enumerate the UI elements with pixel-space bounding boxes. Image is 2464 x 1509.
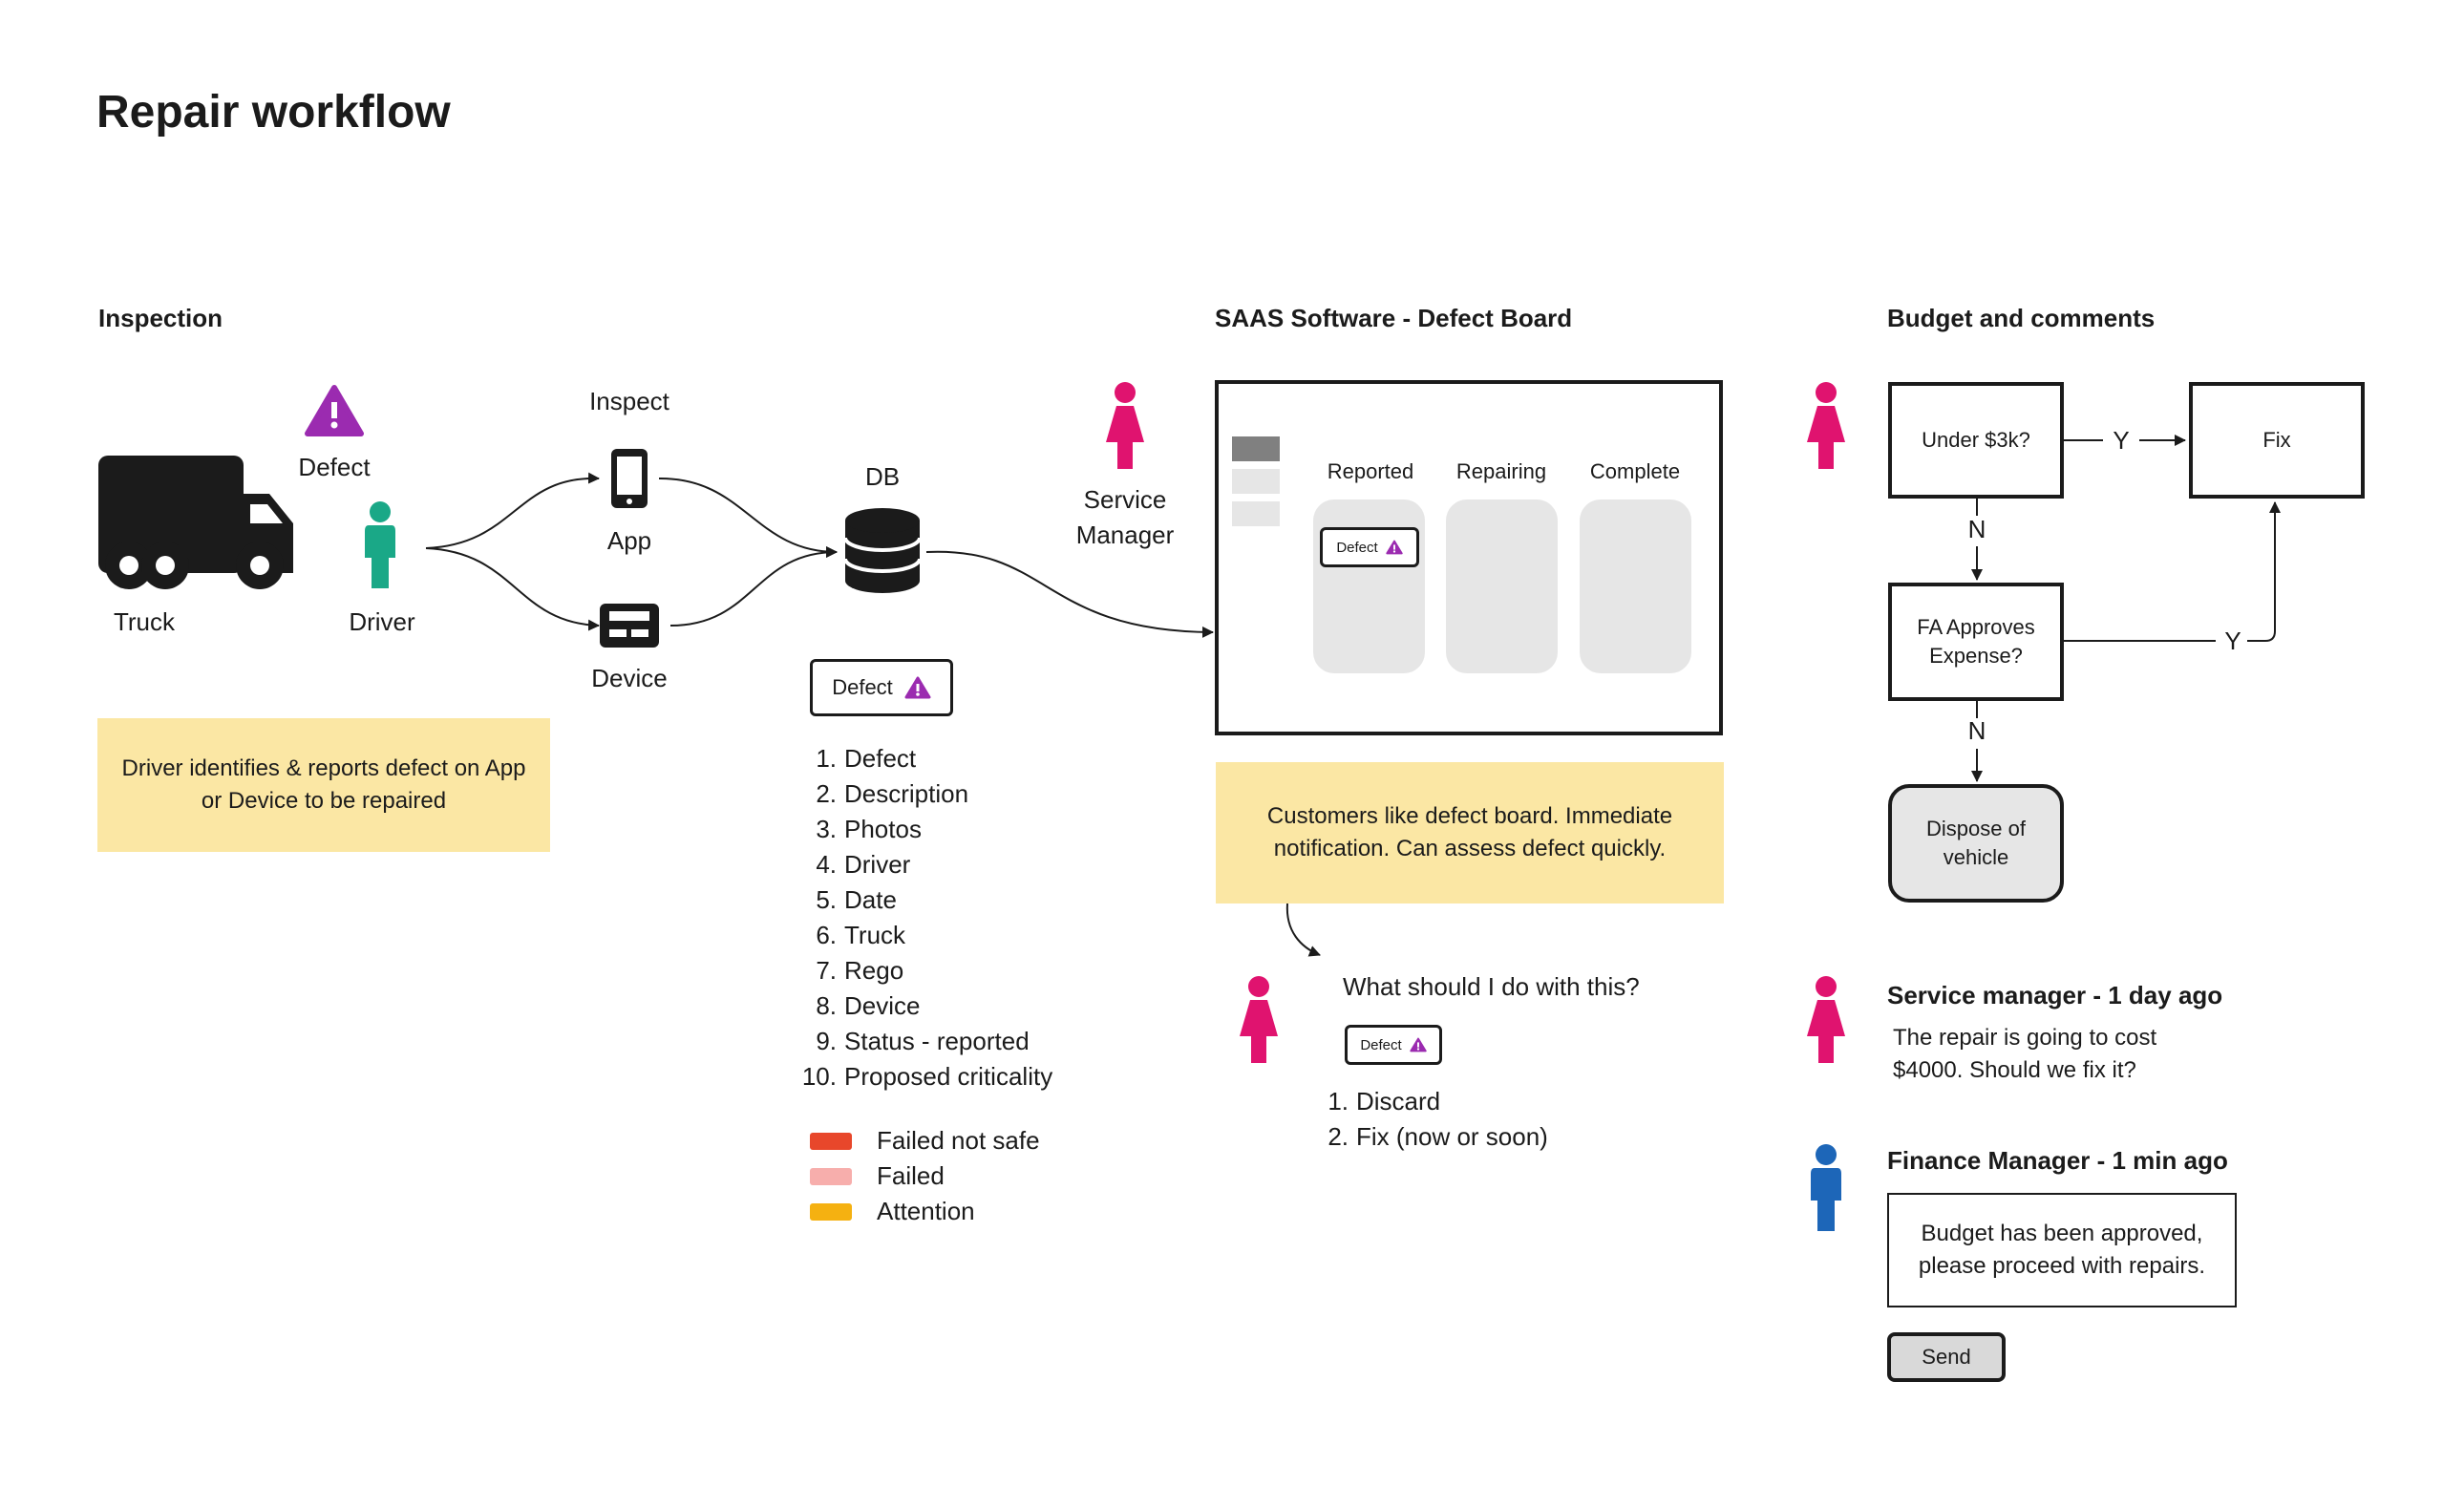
reply-text: Budget has been approved, please proceed… (1918, 1221, 2206, 1279)
board-column-repairing[interactable] (1446, 499, 1558, 673)
device-label: Device (591, 664, 668, 692)
connector-sticky-question (1285, 903, 1321, 957)
defect-fields-list: 1.Defect 2.Description 3.Photos 4.Driver… (793, 741, 1052, 1095)
service-manager-person-icon (1807, 382, 1845, 469)
board-sidebar-item-active[interactable] (1232, 436, 1280, 461)
legend-item: Attention (810, 1194, 1040, 1229)
connector-app-db (658, 477, 838, 558)
send-button-label: Send (1922, 1345, 1971, 1369)
truck-label: Truck (113, 607, 176, 636)
legend-item: Failed not safe (810, 1123, 1040, 1158)
flow-dispose-box: Dispose of vehicle (1888, 784, 2064, 903)
board-sticky-note: Customers like defect board. Immediate n… (1216, 762, 1724, 903)
flow-label-no: N (1967, 716, 1986, 745)
section-title-budget: Budget and comments (1887, 304, 2156, 332)
list-item: 1.Defect (816, 744, 917, 773)
question-defect-card[interactable]: Defect (1345, 1025, 1442, 1065)
flow-label-yes: Y (2113, 426, 2130, 455)
criticality-legend: Failed not safe Failed Attention (810, 1123, 1040, 1229)
list-item[interactable]: 1.Discard (1328, 1087, 1441, 1116)
board-sidebar-item[interactable] (1232, 469, 1280, 494)
defect-label: Defect (298, 453, 371, 481)
board-column-header-reported: Reported (1327, 459, 1414, 483)
warning-icon (1409, 1037, 1427, 1052)
flow-label-no: N (1967, 515, 1986, 543)
legend-swatch-attention (810, 1202, 852, 1221)
flow-fa-approves-box: FA Approves Expense? (1888, 583, 2064, 701)
comment-header: Finance Manager - 1 min ago (1887, 1146, 2228, 1175)
inspection-sticky-text: Driver identifies & reports defect on Ap… (121, 755, 526, 814)
board-column-header-complete: Complete (1589, 459, 1681, 483)
flow-fix-box: Fix (2189, 382, 2365, 499)
board-card-label: Defect (1336, 539, 1378, 556)
legend-item: Failed (810, 1158, 1040, 1194)
legend-swatch-failed (810, 1167, 852, 1185)
connector-driver-app (425, 472, 600, 549)
board-sticky-text: Customers like defect board. Immediate n… (1266, 803, 1673, 861)
board-sidebar-item[interactable] (1232, 501, 1280, 526)
question-text: What should I do with this? (1343, 972, 1640, 1001)
legend-swatch-failed-not-safe (810, 1132, 852, 1150)
service-manager-person-icon (1106, 382, 1144, 469)
question-card-label: Defect (1360, 1036, 1402, 1053)
reply-input[interactable]: Budget has been approved, please proceed… (1887, 1193, 2237, 1307)
list-item[interactable]: 2.Fix (now or soon) (1328, 1122, 1548, 1151)
board-column-complete[interactable] (1580, 499, 1691, 673)
section-title-saas: SAAS Software - Defect Board (1215, 304, 1573, 332)
phone-icon (611, 449, 648, 508)
connector-driver-device (425, 547, 600, 631)
page-title: Repair workflow (96, 87, 451, 138)
list-item: 4.Driver (816, 850, 911, 879)
comment-header: Service manager - 1 day ago (1887, 981, 2223, 1010)
board-column-reported[interactable] (1313, 499, 1425, 673)
driver-label: Driver (349, 607, 415, 636)
service-manager-person-icon (1807, 976, 1845, 1063)
app-label: App (606, 526, 652, 555)
driver-person-icon (365, 501, 395, 588)
send-button[interactable]: Send (1887, 1332, 2006, 1382)
list-item: 8.Device (816, 991, 921, 1020)
finance-manager-person-icon (1811, 1144, 1841, 1231)
section-title-inspection: Inspection (98, 304, 223, 332)
flow-under-3k-box: Under $3k? (1888, 382, 2064, 499)
list-item: 5.Date (816, 885, 897, 914)
inspect-label: Inspect (589, 387, 669, 415)
service-manager-person-icon (1240, 976, 1278, 1063)
device-icon (600, 604, 659, 648)
board-column-header-repairing: Repairing (1455, 459, 1547, 483)
flow-label-yes: Y (2224, 627, 2241, 655)
list-item: 6.Truck (816, 921, 906, 949)
list-item: 3.Photos (816, 815, 922, 843)
comment-text: The repair is going to cost $4000. Shoul… (1893, 1025, 2157, 1083)
db-label: DB (864, 462, 901, 491)
connector-db-board (925, 550, 1214, 638)
warning-icon (305, 385, 364, 436)
inspection-sticky-note: Driver identifies & reports defect on Ap… (97, 718, 550, 852)
connector-device-db (669, 546, 838, 627)
list-item: 2.Description (816, 779, 969, 808)
warning-icon (1385, 540, 1403, 555)
board-defect-card[interactable]: Defect (1320, 527, 1419, 567)
question-options-list: 1.Discard 2.Fix (now or soon) (1305, 1084, 1548, 1155)
list-item: 10.Proposed criticality (801, 1062, 1053, 1091)
database-icon (843, 508, 922, 593)
service-manager-label: Service Manager (1075, 485, 1175, 549)
defect-card[interactable]: Defect (810, 659, 953, 716)
defect-card-label: Defect (832, 675, 893, 699)
list-item: 7.Rego (816, 956, 904, 985)
truck-icon (98, 456, 293, 589)
warning-icon (904, 676, 931, 699)
list-item: 9.Status - reported (816, 1027, 1030, 1055)
